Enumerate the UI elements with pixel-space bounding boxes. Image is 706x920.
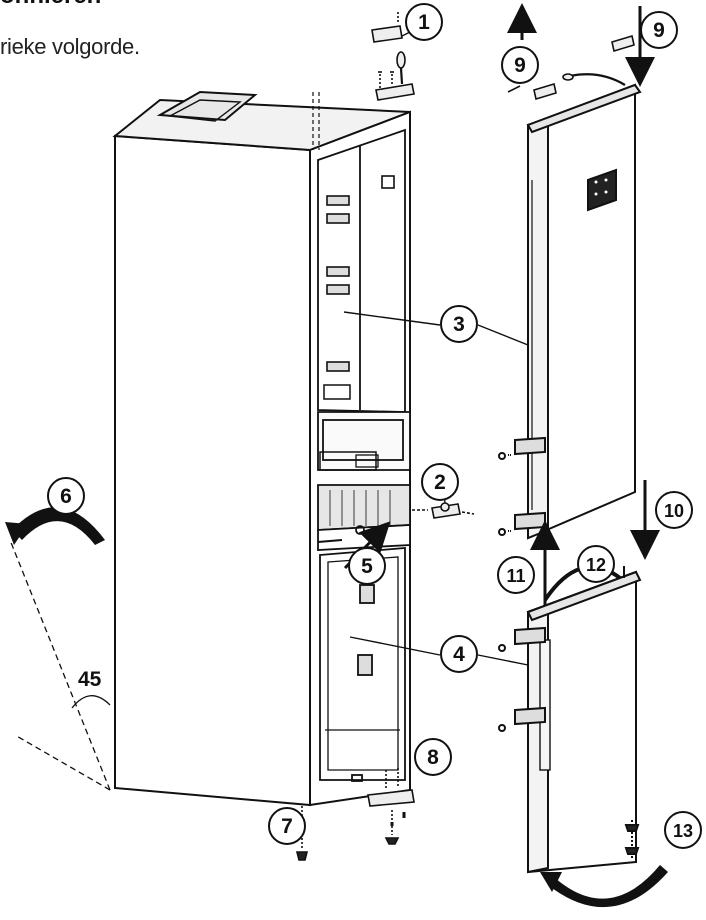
- door-top-cap: [533, 34, 635, 101]
- bottom-hinge: [367, 768, 415, 845]
- callout-circle-3: [440, 305, 478, 343]
- section-title-text: onnieren: [0, 0, 140, 8]
- callout-circle-7: [268, 807, 306, 845]
- callout-circle-1: [405, 3, 443, 41]
- callout-circle-9: [501, 46, 539, 84]
- tilt-arrow: [5, 507, 105, 545]
- callout-circle-13: [664, 811, 702, 849]
- callout-circle-2: [421, 463, 459, 501]
- leader-lines: [343, 31, 529, 666]
- callout-label-1: 1: [418, 11, 430, 34]
- callout-circle-5: [348, 547, 386, 585]
- fridge-compartment: [317, 128, 411, 551]
- lower-door: [498, 570, 642, 874]
- callout-label-2: 2: [434, 471, 446, 494]
- callout-circle-6: [47, 477, 85, 515]
- middle-hinge: [412, 502, 475, 519]
- callout-label-12: 12: [586, 555, 606, 575]
- instruction-text: rieke volgorde.: [0, 34, 140, 59]
- callout-label-10: 10: [664, 501, 684, 521]
- top-hinge: [371, 12, 415, 101]
- callout-circle-11: [497, 556, 535, 594]
- upper-door: [498, 83, 642, 540]
- angle-label: 45: [78, 668, 102, 691]
- callout-circle-4: [440, 635, 478, 673]
- callout-circle-9: [640, 11, 678, 49]
- callout-label-13: 13: [673, 821, 693, 841]
- callout-label-7: 7: [281, 815, 293, 838]
- callout-label-8: 8: [427, 746, 439, 769]
- section-title-fragment: onnieren: [0, 0, 140, 8]
- callout-label-9: 9: [653, 19, 665, 42]
- tilt-indicator: [9, 539, 111, 791]
- callout-circle-10: [655, 491, 693, 529]
- callout-label-5: 5: [361, 555, 373, 578]
- callout-circle-12: [577, 545, 615, 583]
- callout-label-6: 6: [60, 485, 72, 508]
- callout-circle-8: [414, 738, 452, 776]
- callout-label-3: 3: [453, 313, 465, 336]
- bottom-rotation-arrow: [540, 865, 668, 908]
- callout-label-9: 9: [514, 54, 526, 77]
- callout-label-4: 4: [453, 643, 465, 666]
- callout-label-11: 11: [506, 566, 525, 586]
